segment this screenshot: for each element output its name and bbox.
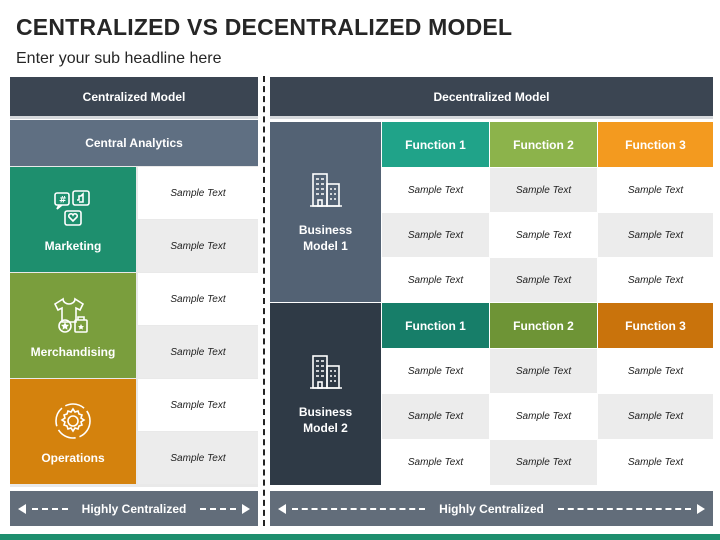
- bottom-accent-bar: [0, 534, 720, 540]
- centralized-cell: Sample Text: [138, 326, 258, 378]
- business-model-2-label-line1: Business: [298, 405, 353, 419]
- centralized-cell: Sample Text: [138, 379, 258, 431]
- model1-function-1: Function 1: [382, 122, 489, 167]
- page-subtitle: Enter your sub headline here: [16, 50, 222, 67]
- svg-text:#: #: [59, 195, 67, 205]
- model2-function-3: Function 3: [598, 303, 713, 348]
- model1-cell: Sample Text: [490, 258, 597, 302]
- dashed-divider: [263, 76, 265, 526]
- operations-tile: Operations: [10, 379, 136, 484]
- model1-cell: Sample Text: [382, 258, 489, 302]
- model1-function-2: Function 2: [490, 122, 597, 167]
- arrow-left-icon: [278, 503, 286, 514]
- merchandising-tile: Merchandising: [10, 273, 136, 378]
- centralized-cell: Sample Text: [138, 220, 258, 272]
- model1-cell: Sample Text: [490, 168, 597, 212]
- centralized-footer: Highly Centralized: [10, 491, 258, 526]
- business-model-1: Business Model 1: [270, 122, 381, 302]
- marketing-label: Marketing: [44, 238, 102, 253]
- arrow-right-icon: [242, 503, 250, 514]
- model2-cell: Sample Text: [382, 349, 489, 393]
- centralized-model-header: Centralized Model: [10, 77, 258, 116]
- model2-cell: Sample Text: [382, 440, 489, 485]
- decentralized-footer-label: Highly Centralized: [439, 501, 544, 516]
- model2-cell: Sample Text: [382, 394, 489, 439]
- arrow-right-icon: [697, 503, 705, 514]
- merchandising-label: Merchandising: [30, 344, 116, 359]
- model2-function-2: Function 2: [490, 303, 597, 348]
- business-model-1-label-line1: Business: [298, 223, 353, 237]
- centralized-cell: Sample Text: [138, 432, 258, 484]
- model1-cell: Sample Text: [598, 258, 713, 302]
- centralized-cell: Sample Text: [138, 167, 258, 219]
- model1-cell: Sample Text: [598, 168, 713, 212]
- page-title: CENTRALIZED VS DECENTRALIZED MODEL: [16, 14, 513, 40]
- business-model-1-label-line2: Model 1: [303, 239, 348, 253]
- operations-label: Operations: [41, 450, 105, 465]
- marketing-tile: # Marketing: [10, 167, 136, 272]
- model2-cell: Sample Text: [598, 349, 713, 393]
- model1-cell: Sample Text: [598, 213, 713, 257]
- model2-cell: Sample Text: [490, 394, 597, 439]
- merchandising-icon: [53, 297, 88, 333]
- marketing-icon: #: [54, 189, 90, 226]
- arrow-left-icon: [18, 503, 26, 514]
- model1-function-3: Function 3: [598, 122, 713, 167]
- business-model-2: Business Model 2: [270, 303, 381, 485]
- model2-function-1: Function 1: [382, 303, 489, 348]
- operations-icon: [55, 402, 91, 439]
- model2-cell: Sample Text: [598, 440, 713, 485]
- decentralized-model-header: Decentralized Model: [270, 77, 713, 116]
- model2-cell: Sample Text: [490, 440, 597, 485]
- model1-cell: Sample Text: [382, 168, 489, 212]
- decentralized-footer: Highly Centralized: [270, 491, 713, 526]
- building-icon: [309, 173, 342, 207]
- model2-cell: Sample Text: [598, 394, 713, 439]
- business-model-2-label-line2: Model 2: [303, 421, 348, 435]
- centralized-footer-label: Highly Centralized: [81, 501, 187, 516]
- centralized-cell: Sample Text: [138, 273, 258, 325]
- building-icon: [309, 355, 342, 389]
- central-analytics-header: Central Analytics: [10, 120, 258, 166]
- model1-cell: Sample Text: [490, 213, 597, 257]
- model2-cell: Sample Text: [490, 349, 597, 393]
- model1-cell: Sample Text: [382, 213, 489, 257]
